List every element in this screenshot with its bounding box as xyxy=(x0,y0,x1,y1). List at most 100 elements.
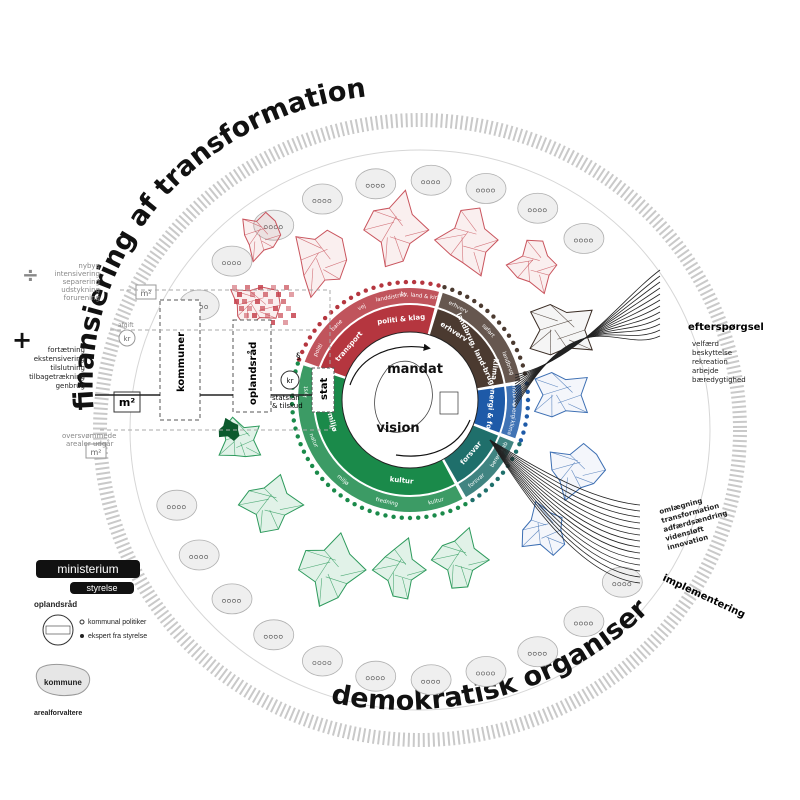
ring-inner-teal xyxy=(444,425,499,483)
map-road xyxy=(380,216,397,243)
m2-bottom: m² xyxy=(91,448,102,457)
map-road xyxy=(325,576,348,584)
ring-dot xyxy=(325,482,331,488)
ring-dot xyxy=(298,442,303,447)
ring-inner-green xyxy=(314,370,455,496)
person-icon xyxy=(579,621,583,626)
demand-line xyxy=(514,275,661,379)
ring-dot xyxy=(338,493,343,498)
map-road xyxy=(557,329,585,340)
ring-dot xyxy=(457,290,463,296)
map-road xyxy=(568,339,593,351)
stat-box xyxy=(311,367,335,413)
legend-ministerium: ministerium xyxy=(36,560,140,578)
municipality-blob xyxy=(156,489,198,521)
person-icon xyxy=(622,582,627,587)
person-icon xyxy=(322,661,327,665)
map-road xyxy=(385,556,406,564)
map-road xyxy=(394,549,407,565)
center-mandat: mandat xyxy=(387,362,443,377)
person-icon xyxy=(237,598,241,603)
person-icon xyxy=(232,261,236,266)
person-icon xyxy=(327,661,332,665)
ring-dot xyxy=(502,326,507,332)
person-icon xyxy=(166,505,171,510)
person-icon xyxy=(268,225,273,230)
map-road xyxy=(363,221,395,231)
person-icon xyxy=(222,261,226,266)
ring-dot xyxy=(525,397,531,403)
implementation-line xyxy=(489,439,641,578)
kr-statslaan: kr xyxy=(287,377,294,385)
map-road xyxy=(233,433,236,441)
map-road xyxy=(571,469,582,488)
map-blob xyxy=(505,239,558,295)
map-road xyxy=(554,329,568,349)
implementation-line xyxy=(489,439,641,530)
map-road xyxy=(550,451,578,462)
map-road xyxy=(238,498,269,506)
ring-dot xyxy=(450,287,455,293)
ring-outer-blue xyxy=(501,384,522,439)
ring-dot xyxy=(518,438,524,443)
implementation-line xyxy=(489,439,641,560)
map-road xyxy=(261,240,274,248)
municipality-blob xyxy=(465,173,507,204)
denmark-outline-center xyxy=(374,360,433,433)
person-icon xyxy=(436,180,441,185)
person-icon xyxy=(370,183,375,188)
person-icon xyxy=(189,555,194,559)
map-road xyxy=(535,501,554,524)
map-road xyxy=(526,240,542,258)
plus-list-item: genbrug xyxy=(56,382,85,390)
ring-dot xyxy=(300,349,305,355)
map-road xyxy=(256,221,269,235)
ring-outer-label-green: natur xyxy=(308,433,320,450)
map-pixel xyxy=(263,292,268,297)
map-pixel xyxy=(289,292,294,297)
demand-list-item: beskyttelse xyxy=(692,349,732,357)
implementation-line xyxy=(489,439,641,584)
map-road xyxy=(506,260,533,266)
ring-dot xyxy=(442,284,447,290)
ring-dot xyxy=(520,363,526,368)
map-road xyxy=(373,210,402,221)
map-pixel xyxy=(247,306,252,311)
map-road xyxy=(460,566,468,587)
ring-dot xyxy=(356,291,361,297)
ring-dot xyxy=(295,434,300,439)
map-road xyxy=(537,264,557,272)
person-icon xyxy=(237,261,241,266)
ring-dot xyxy=(500,470,506,475)
map-road xyxy=(394,235,404,262)
implementation-line xyxy=(489,439,641,536)
map-road xyxy=(546,536,565,545)
map-road xyxy=(316,258,326,281)
ring-dot xyxy=(448,508,453,514)
map-road xyxy=(454,564,473,571)
map-road xyxy=(340,569,367,577)
ring-dot xyxy=(472,298,477,304)
person-icon xyxy=(486,188,490,193)
ring-dot xyxy=(506,333,512,338)
map-pixel xyxy=(258,285,263,290)
demand-line xyxy=(514,335,661,409)
person-icon xyxy=(322,199,327,203)
map-pixel xyxy=(239,306,244,311)
ring-dot xyxy=(309,463,315,469)
person-icon xyxy=(232,598,236,603)
m2-top-box xyxy=(135,284,157,300)
municipality-blob xyxy=(253,209,295,241)
person-icon xyxy=(491,671,495,676)
map-pixel xyxy=(271,285,276,290)
map-road xyxy=(264,509,285,516)
person-icon xyxy=(476,188,480,193)
ring-outer-label-blue: landbrug xyxy=(510,381,517,406)
municipality-blob xyxy=(211,245,253,277)
map-road xyxy=(264,234,281,241)
map-road xyxy=(557,394,582,404)
person-icon xyxy=(227,598,231,603)
oplandsraad-label: oplandsråd xyxy=(246,342,259,405)
ring-outer-label-blue: klima xyxy=(505,419,515,435)
ring-dot xyxy=(335,304,340,310)
